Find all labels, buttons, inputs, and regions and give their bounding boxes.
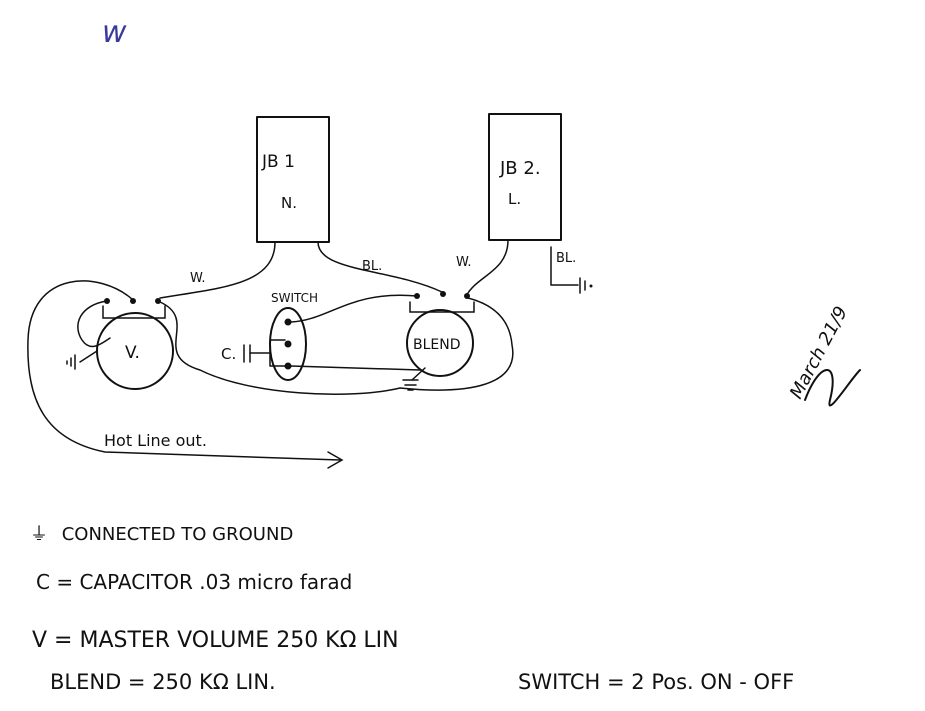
- pickup-jb2-box: [488, 113, 562, 241]
- wire-label-white-left: W.: [190, 271, 206, 286]
- legend-ground: ⏚ CONNECTED TO GROUND: [30, 520, 293, 546]
- signature-scribble: [804, 369, 861, 407]
- legend-volume: V = MASTER VOLUME 250 KΩ LIN: [32, 628, 399, 653]
- pickup-jb2: JB 2. L.: [488, 113, 562, 241]
- wire-jb2-white: [467, 239, 509, 294]
- switch-label: SWITCH: [271, 291, 318, 305]
- output-arrow: [327, 451, 344, 469]
- legend-switch: SWITCH = 2 Pos. ON - OFF: [518, 670, 795, 694]
- wire-label-white-right: W.: [456, 255, 472, 270]
- wire-label-black-right: BL.: [556, 251, 576, 266]
- ground-symbol-blend: [402, 379, 419, 391]
- pickup-jb1-box: [256, 116, 330, 243]
- wire-jb2-black: [550, 246, 579, 286]
- wire-volume-blend-loop: [159, 297, 514, 395]
- capacitor: C.: [221, 339, 286, 367]
- legend-blend: BLEND = 250 KΩ LIN.: [50, 670, 276, 694]
- volume-pot: V.: [66, 298, 174, 390]
- capacitor-symbol: [243, 344, 251, 363]
- ground-symbol-volume: [66, 354, 76, 370]
- legend-ground-text: CONNECTED TO GROUND: [61, 524, 294, 545]
- wire-jb1-black: [317, 241, 443, 293]
- switch: SWITCH: [269, 291, 318, 381]
- wire-jb1-white: [159, 241, 276, 299]
- ground-icon: ⏚: [30, 524, 48, 545]
- pickup-jb2-name: JB 2.: [499, 158, 541, 179]
- capacitor-label: C.: [221, 345, 236, 363]
- blend-pot-body: [406, 309, 474, 377]
- volume-pot-label: V.: [125, 343, 140, 363]
- legend-capacitor: C = CAPACITOR .03 micro farad: [36, 570, 353, 594]
- signature: March 21/9: [786, 303, 852, 402]
- wire-hot-line-out: [27, 280, 341, 461]
- output-label: Hot Line out.: [104, 431, 207, 450]
- signature-date: March 21/9: [786, 303, 852, 402]
- pickup-jb2-position: L.: [508, 190, 521, 208]
- wire-label-black-mid: BL.: [362, 259, 382, 274]
- pickup-jb1: JB 1 N.: [256, 116, 330, 243]
- pickup-jb1-name: JB 1: [261, 152, 295, 172]
- ground-symbol-jb2: [579, 277, 586, 294]
- blend-pot-label: BLEND: [413, 337, 461, 353]
- blend-pot: BLEND: [402, 291, 475, 391]
- wires: [27, 239, 593, 469]
- corner-mark: w: [102, 15, 127, 50]
- pickup-jb1-position: N.: [281, 194, 297, 212]
